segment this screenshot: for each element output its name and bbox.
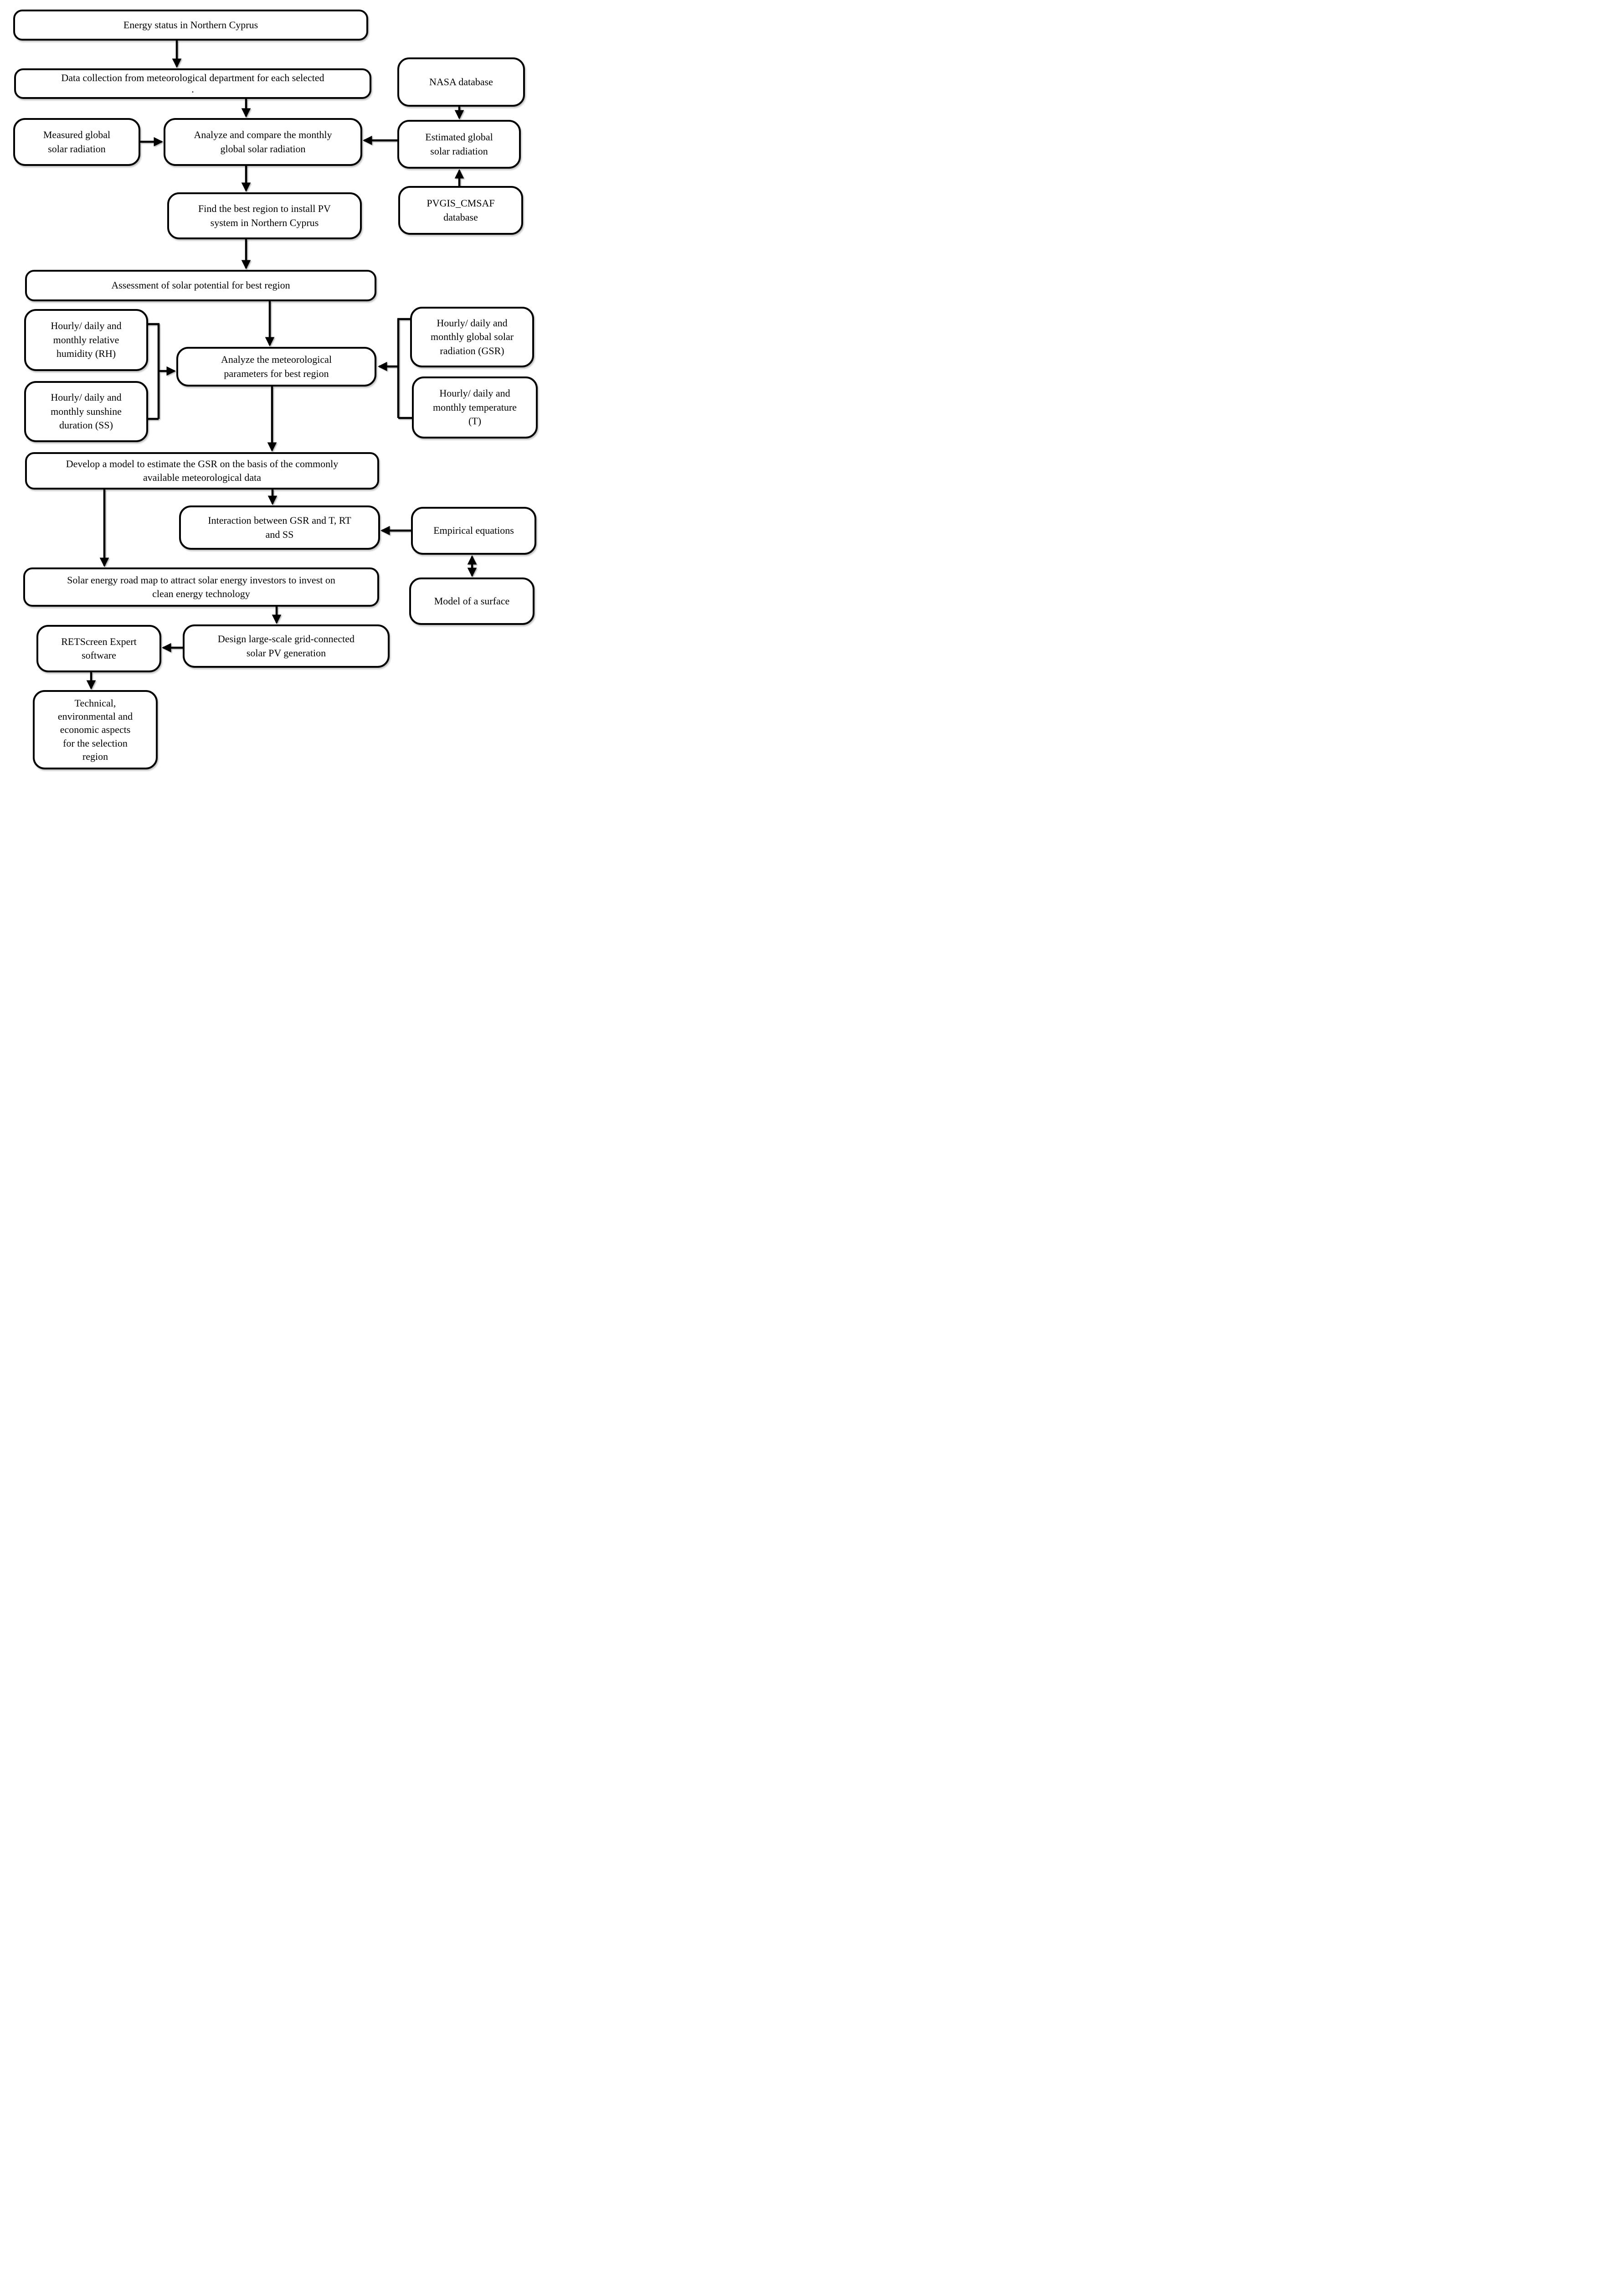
node-relative-humidity-label: Hourly/ daily and monthly relative humid… <box>51 320 122 360</box>
node-find-best-region-label: Find the best region to install PV syste… <box>198 203 331 228</box>
node-pvgis-cmsaf-label: PVGIS_CMSAF database <box>427 197 495 223</box>
node-develop-model-label: Develop a model to estimate the GSR on t… <box>66 458 339 483</box>
node-retscreen-software: RETScreen Expert software <box>36 625 161 672</box>
node-pvgis-cmsaf: PVGIS_CMSAF database <box>398 186 523 235</box>
node-relative-humidity: Hourly/ daily and monthly relative humid… <box>24 309 148 371</box>
node-energy-status-label: Energy status in Northern Cyprus <box>123 19 258 31</box>
node-retscreen-software-label: RETScreen Expert software <box>61 635 137 661</box>
node-nasa-database: NASA database <box>397 57 525 107</box>
flowchart-canvas: Energy status in Northern Cyprus Data co… <box>0 0 541 786</box>
node-measured-gsr: Measured global solar radiation <box>13 118 140 166</box>
node-analyze-compare-label: Analyze and compare the monthly global s… <box>194 129 332 155</box>
node-estimated-gsr-label: Estimated global solar radiation <box>425 131 493 157</box>
node-technical-aspects: Technical, environmental and economic as… <box>33 690 158 769</box>
node-data-collection: Data collection from meteorological depa… <box>14 68 371 99</box>
node-sunshine-duration-label: Hourly/ daily and monthly sunshine durat… <box>51 392 122 431</box>
node-global-solar-radiation: Hourly/ daily and monthly global solar r… <box>410 307 534 367</box>
node-develop-model: Develop a model to estimate the GSR on t… <box>25 452 379 490</box>
node-empirical-equations: Empirical equations <box>411 507 536 555</box>
node-temperature-label: Hourly/ daily and monthly temperature (T… <box>433 387 517 427</box>
node-find-best-region: Find the best region to install PV syste… <box>167 192 362 239</box>
node-energy-status: Energy status in Northern Cyprus <box>13 10 368 41</box>
node-measured-gsr-label: Measured global solar radiation <box>43 129 111 155</box>
node-temperature: Hourly/ daily and monthly temperature (T… <box>412 376 538 438</box>
node-model-of-surface: Model of a surface <box>409 577 534 625</box>
node-solar-roadmap-label: Solar energy road map to attract solar e… <box>67 574 335 599</box>
node-model-of-surface-label: Model of a surface <box>434 595 510 607</box>
node-data-collection-label: Data collection from meteorological depa… <box>61 72 324 95</box>
node-sunshine-duration: Hourly/ daily and monthly sunshine durat… <box>24 381 148 442</box>
node-design-pv-generation: Design large-scale grid-connected solar … <box>183 624 390 668</box>
node-global-solar-radiation-label: Hourly/ daily and monthly global solar r… <box>430 317 514 356</box>
node-empirical-equations-label: Empirical equations <box>433 525 514 536</box>
node-analyze-compare: Analyze and compare the monthly global s… <box>164 118 362 166</box>
node-design-pv-generation-label: Design large-scale grid-connected solar … <box>217 633 355 659</box>
node-interaction-label: Interaction between GSR and T, RT and SS <box>208 515 351 540</box>
node-interaction: Interaction between GSR and T, RT and SS <box>179 505 380 550</box>
node-estimated-gsr: Estimated global solar radiation <box>397 120 521 169</box>
node-solar-roadmap: Solar energy road map to attract solar e… <box>23 567 379 607</box>
node-nasa-database-label: NASA database <box>429 76 493 88</box>
node-analyze-meteorological-label: Analyze the meteorological parameters fo… <box>221 354 332 379</box>
node-analyze-meteorological: Analyze the meteorological parameters fo… <box>176 347 376 387</box>
node-assessment: Assessment of solar potential for best r… <box>25 270 376 301</box>
node-assessment-label: Assessment of solar potential for best r… <box>111 279 290 291</box>
node-technical-aspects-label: Technical, environmental and economic as… <box>57 697 133 762</box>
